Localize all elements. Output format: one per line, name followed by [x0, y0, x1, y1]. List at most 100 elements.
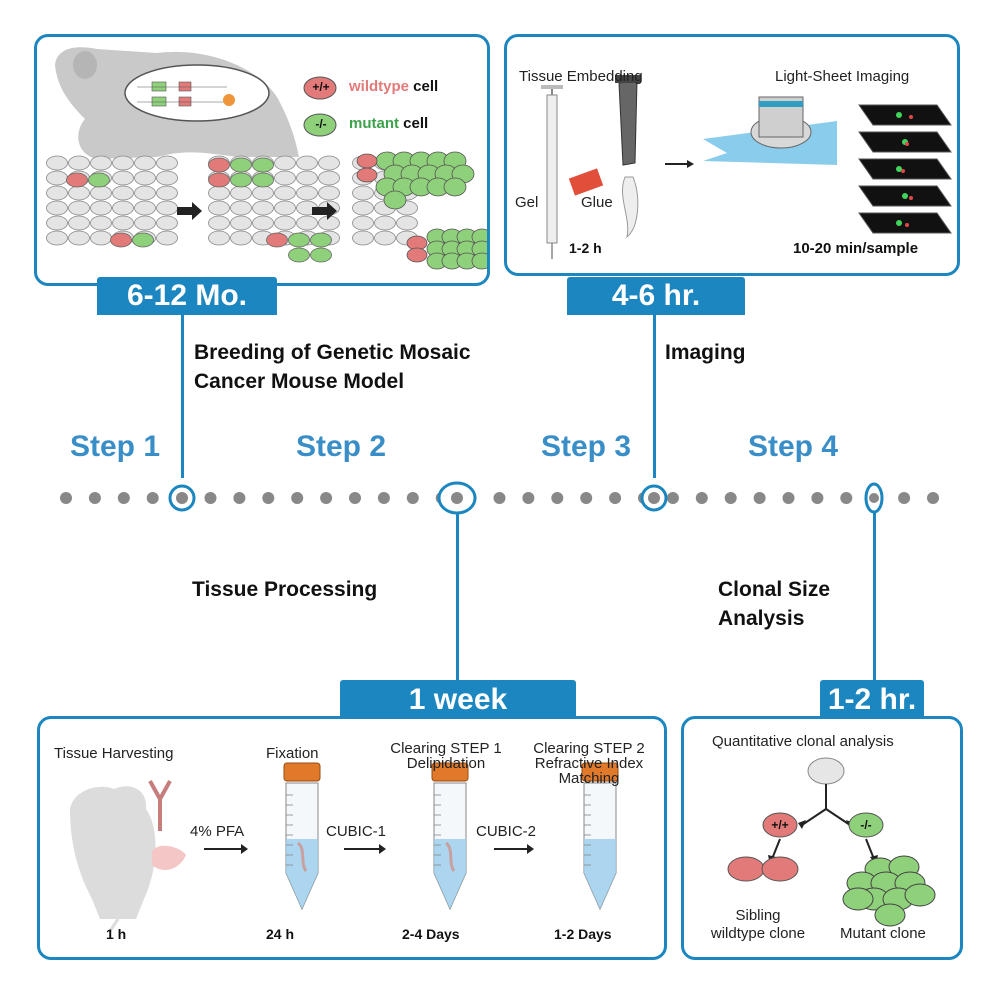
tissue-cell [252, 200, 274, 216]
tube-cap-icon [431, 762, 469, 782]
stage4-title: Clearing STEP 2 Refractive Index Matchin… [514, 741, 664, 786]
stage2-title: Fixation [266, 745, 319, 762]
tissue-cell [46, 155, 68, 171]
tissue-cell [46, 230, 68, 246]
step1-title-line2: Cancer Mouse Model [194, 370, 405, 393]
stage2-time: 24 h [266, 926, 295, 942]
tube-cap-icon [581, 762, 619, 782]
tissue-cell [112, 155, 134, 171]
stage4-title-line2: Refractive Index [534, 755, 644, 772]
mutant-clone-cell [443, 177, 467, 197]
tissue-cell [252, 215, 274, 231]
tissue-cell [90, 215, 112, 231]
step4-title-line2: Analysis [718, 607, 805, 630]
step2-connector [456, 512, 459, 688]
tissue-cell [134, 170, 156, 186]
mosaic-cell [66, 172, 88, 188]
step2-label: Step 2 [296, 430, 387, 463]
tissue-cell [134, 155, 156, 171]
stage4-title-line1: Clearing STEP 2 [533, 740, 645, 757]
mosaic-cell [288, 232, 310, 248]
embedding-title: Tissue Embedding [519, 68, 643, 85]
legend-wildtype-word: wildtype [349, 78, 410, 95]
step1-label: Step 1 [70, 430, 161, 463]
mosaic-cell [110, 232, 132, 248]
timeline-dot [695, 492, 708, 504]
tissue-cell [230, 185, 252, 201]
step1-title-line1: Breeding of Genetic Mosaic [194, 341, 471, 364]
organ-icon [152, 845, 186, 870]
embed-time: 1-2 h [569, 240, 602, 256]
timeline-dot [522, 492, 535, 504]
tissue-cell [274, 215, 296, 231]
step4-title: Clonal Size Analysis [718, 575, 830, 633]
legend-wildtype-suffix: cell [409, 78, 439, 95]
wt-clone-cell [356, 153, 378, 169]
tissue-cell [46, 200, 68, 216]
uterus-icon [148, 780, 172, 831]
tissue-cell [68, 230, 90, 246]
wt-cell-icon [762, 812, 798, 838]
legend-mut-symbol: -/- [315, 117, 327, 131]
glue-tube-icon [568, 168, 604, 196]
legend-mutant-suffix: cell [399, 115, 429, 132]
timeline-dot [782, 492, 795, 504]
tissue-cell [156, 155, 178, 171]
tissue-cell [352, 200, 374, 216]
imaging-panel: Tissue Embedding Light-Sheet Imaging Gel… [504, 34, 960, 276]
tissue-cell [374, 230, 396, 246]
mutant-clone-cell [842, 887, 874, 911]
mosaic-cell [230, 157, 252, 173]
arrow-right-icon [177, 202, 202, 220]
wt-clone-label: Sibling wildtype clone [698, 907, 818, 943]
wt-clone-cell [356, 167, 378, 183]
timeline-dot [233, 492, 246, 504]
image-slice [858, 212, 952, 234]
timeline-dot [88, 492, 101, 504]
stage3-title: Clearing STEP 1 Delipidation [376, 741, 516, 771]
tissue-cell [68, 200, 90, 216]
step3-duration-badge: 4-6 hr. [567, 277, 745, 315]
stage1-time: 1 h [106, 926, 127, 942]
tissue-cell [46, 185, 68, 201]
analysis-title: Quantitative clonal analysis [712, 733, 894, 750]
tissue-cell [318, 170, 340, 186]
timeline-dot [927, 492, 939, 504]
timeline [60, 481, 939, 515]
imaging-title: Light-Sheet Imaging [775, 68, 910, 85]
wt-clone-label-line2: wildtype clone [710, 925, 806, 942]
step2-duration-badge: 1 week [340, 680, 576, 720]
tissue-cell [208, 200, 230, 216]
timeline-dot [580, 492, 593, 504]
stage1-title: Tissue Harvesting [54, 745, 174, 762]
mutant-clone-cell [904, 883, 936, 907]
tissue-cell [90, 185, 112, 201]
mut-symbol: -/- [860, 818, 872, 832]
stage3-title-line2: Delipidation [406, 755, 486, 772]
tissue-processing-panel: Tissue Harvesting Fixation Clearing STEP… [37, 716, 667, 960]
tissue-cell [156, 230, 178, 246]
breeding-panel: +/+ -/- wildtype cell mutant cell [34, 34, 490, 286]
timeline-dot [320, 492, 333, 504]
timeline-dot [551, 492, 564, 504]
tissue-cell [68, 185, 90, 201]
syringe-icon [546, 94, 558, 244]
step4-duration-badge: 1-2 hr. [820, 680, 924, 720]
tissue-cell [374, 215, 396, 231]
arrow2-label: CUBIC-1 [326, 823, 387, 840]
tissue-cell [90, 200, 112, 216]
stage4-title-line3: Matching [558, 770, 620, 787]
tissue-cell [134, 185, 156, 201]
mutant-clone-cell [874, 903, 906, 927]
timeline-dot [406, 492, 419, 504]
stage3-title-line1: Clearing STEP 1 [390, 740, 502, 757]
genetic-construct-icon [124, 64, 270, 122]
glue-label: Glue [581, 194, 613, 211]
arrow-right-icon [312, 202, 337, 220]
embedding-mold-icon [618, 80, 638, 166]
tissue-cell [230, 200, 252, 216]
wt-clone-cell-icon [727, 856, 765, 882]
tissue-cell [296, 170, 318, 186]
wt-symbol: +/+ [771, 818, 789, 832]
arrow3-label: CUBIC-2 [476, 823, 537, 840]
